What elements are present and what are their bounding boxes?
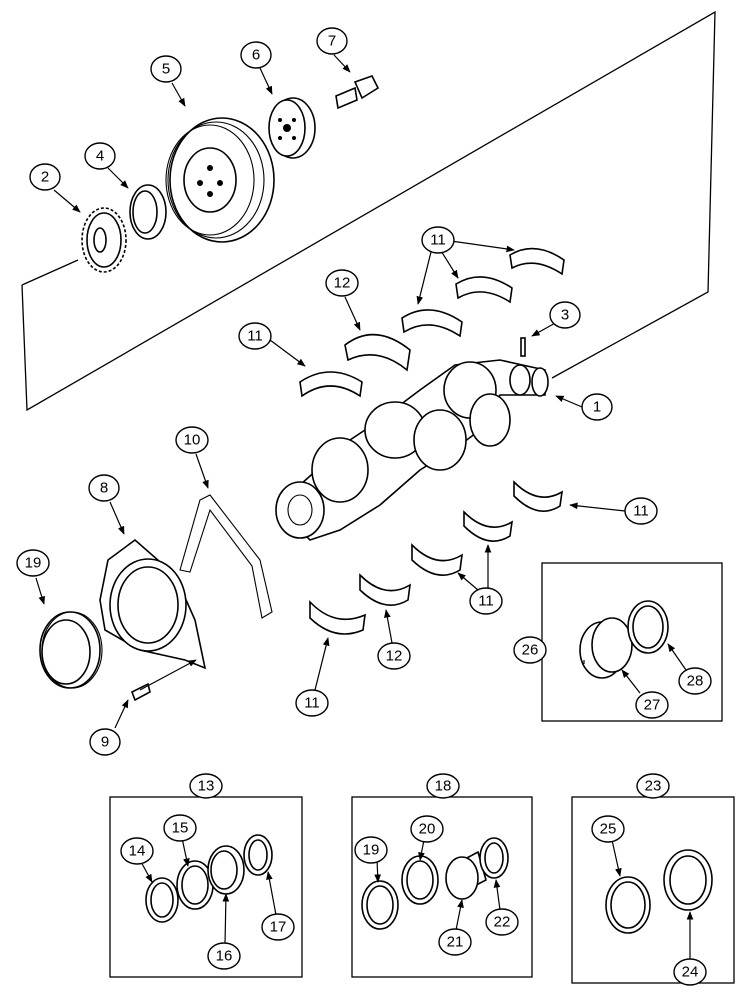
housing-bolt — [130, 682, 151, 702]
svg-text:10: 10 — [184, 432, 201, 449]
svg-text:17: 17 — [270, 919, 287, 936]
rear-gasket — [179, 494, 273, 619]
callout-28: 28 — [678, 667, 712, 695]
svg-text:3: 3 — [561, 307, 569, 324]
svg-text:26: 26 — [522, 642, 539, 659]
svg-text:16: 16 — [216, 948, 233, 965]
callout-23: 23 — [636, 773, 670, 799]
callout-27: 27 — [635, 691, 669, 719]
callout-11-mid: 11 — [469, 587, 503, 615]
callout-11-bottom: 11 — [295, 689, 329, 717]
svg-text:12: 12 — [386, 648, 403, 665]
svg-text:1: 1 — [593, 399, 601, 416]
upper-bearing-shells — [299, 247, 565, 398]
crankshaft — [275, 359, 549, 541]
callout-9: 9 — [89, 728, 121, 756]
svg-text:25: 25 — [600, 821, 617, 838]
svg-text:7: 7 — [328, 33, 336, 50]
dowel-pin — [520, 337, 526, 357]
callout-13: 13 — [189, 773, 223, 799]
rear-seal — [39, 611, 103, 689]
svg-text:11: 11 — [304, 695, 320, 712]
crank-gear — [81, 207, 127, 273]
rear-seal-housing — [99, 538, 207, 670]
callout-6: 6 — [240, 41, 272, 69]
svg-text:2: 2 — [41, 169, 49, 186]
callout-8: 8 — [88, 474, 120, 502]
kit-26-parts — [579, 600, 669, 679]
svg-text:15: 15 — [172, 820, 189, 837]
callout-19-seal: 19 — [16, 549, 50, 577]
callout-24: 24 — [673, 958, 707, 986]
svg-text:5: 5 — [162, 61, 170, 78]
leader-lines — [35, 54, 694, 960]
callout-19-kit: 19 — [354, 836, 388, 864]
svg-text:19: 19 — [25, 555, 42, 572]
svg-text:6: 6 — [252, 47, 260, 64]
svg-text:13: 13 — [198, 778, 215, 795]
svg-text:21: 21 — [447, 934, 464, 951]
svg-text:12: 12 — [334, 275, 351, 292]
callout-26: 26 — [513, 636, 547, 664]
svg-text:24: 24 — [682, 964, 699, 981]
callouts: 1 2 3 4 5 6 7 8 9 10 11 11 11 11 11 12 1… — [16, 27, 712, 986]
callout-17: 17 — [261, 913, 295, 941]
front-group-outline — [21, 10, 716, 412]
svg-text:20: 20 — [419, 821, 436, 838]
svg-text:11: 11 — [633, 503, 649, 520]
callout-16: 16 — [207, 942, 241, 970]
callout-12-bottom: 12 — [377, 642, 411, 670]
callout-7: 7 — [316, 27, 348, 55]
kit-13-parts — [145, 834, 273, 923]
svg-text:19: 19 — [363, 842, 380, 859]
svg-text:4: 4 — [96, 148, 104, 165]
svg-text:8: 8 — [100, 480, 108, 497]
callout-14: 14 — [120, 837, 154, 865]
svg-text:9: 9 — [101, 734, 109, 751]
svg-text:14: 14 — [129, 843, 146, 860]
svg-text:11: 11 — [247, 328, 263, 345]
svg-text:27: 27 — [644, 697, 661, 714]
callout-11-right: 11 — [624, 497, 658, 525]
callout-5: 5 — [150, 55, 182, 83]
callout-25: 25 — [591, 815, 625, 843]
svg-text:28: 28 — [687, 673, 704, 690]
callout-2: 2 — [29, 163, 61, 191]
callout-21: 21 — [438, 928, 472, 956]
callout-15: 15 — [163, 814, 197, 842]
svg-text:22: 22 — [494, 914, 511, 931]
lower-bearing-shells — [309, 480, 564, 635]
callout-20: 20 — [410, 815, 444, 843]
svg-text:11: 11 — [430, 232, 446, 249]
svg-text:18: 18 — [435, 778, 452, 795]
callout-22: 22 — [485, 908, 519, 936]
callout-1: 1 — [581, 393, 613, 421]
crank-pulley — [165, 117, 275, 243]
kit-18-parts — [361, 837, 509, 930]
callout-18: 18 — [426, 773, 460, 799]
callout-10: 10 — [175, 426, 209, 454]
pulley-hub — [268, 97, 316, 159]
callout-3: 3 — [549, 301, 581, 329]
svg-text:11: 11 — [478, 593, 494, 610]
callout-11-left: 11 — [238, 322, 272, 350]
kit-23-parts — [605, 849, 713, 934]
callout-4: 4 — [84, 142, 116, 170]
pulley-bolt — [335, 75, 380, 110]
svg-text:23: 23 — [645, 778, 662, 795]
sleeve — [129, 184, 167, 240]
callout-12-top: 12 — [325, 269, 359, 297]
callout-11-top: 11 — [421, 226, 455, 254]
